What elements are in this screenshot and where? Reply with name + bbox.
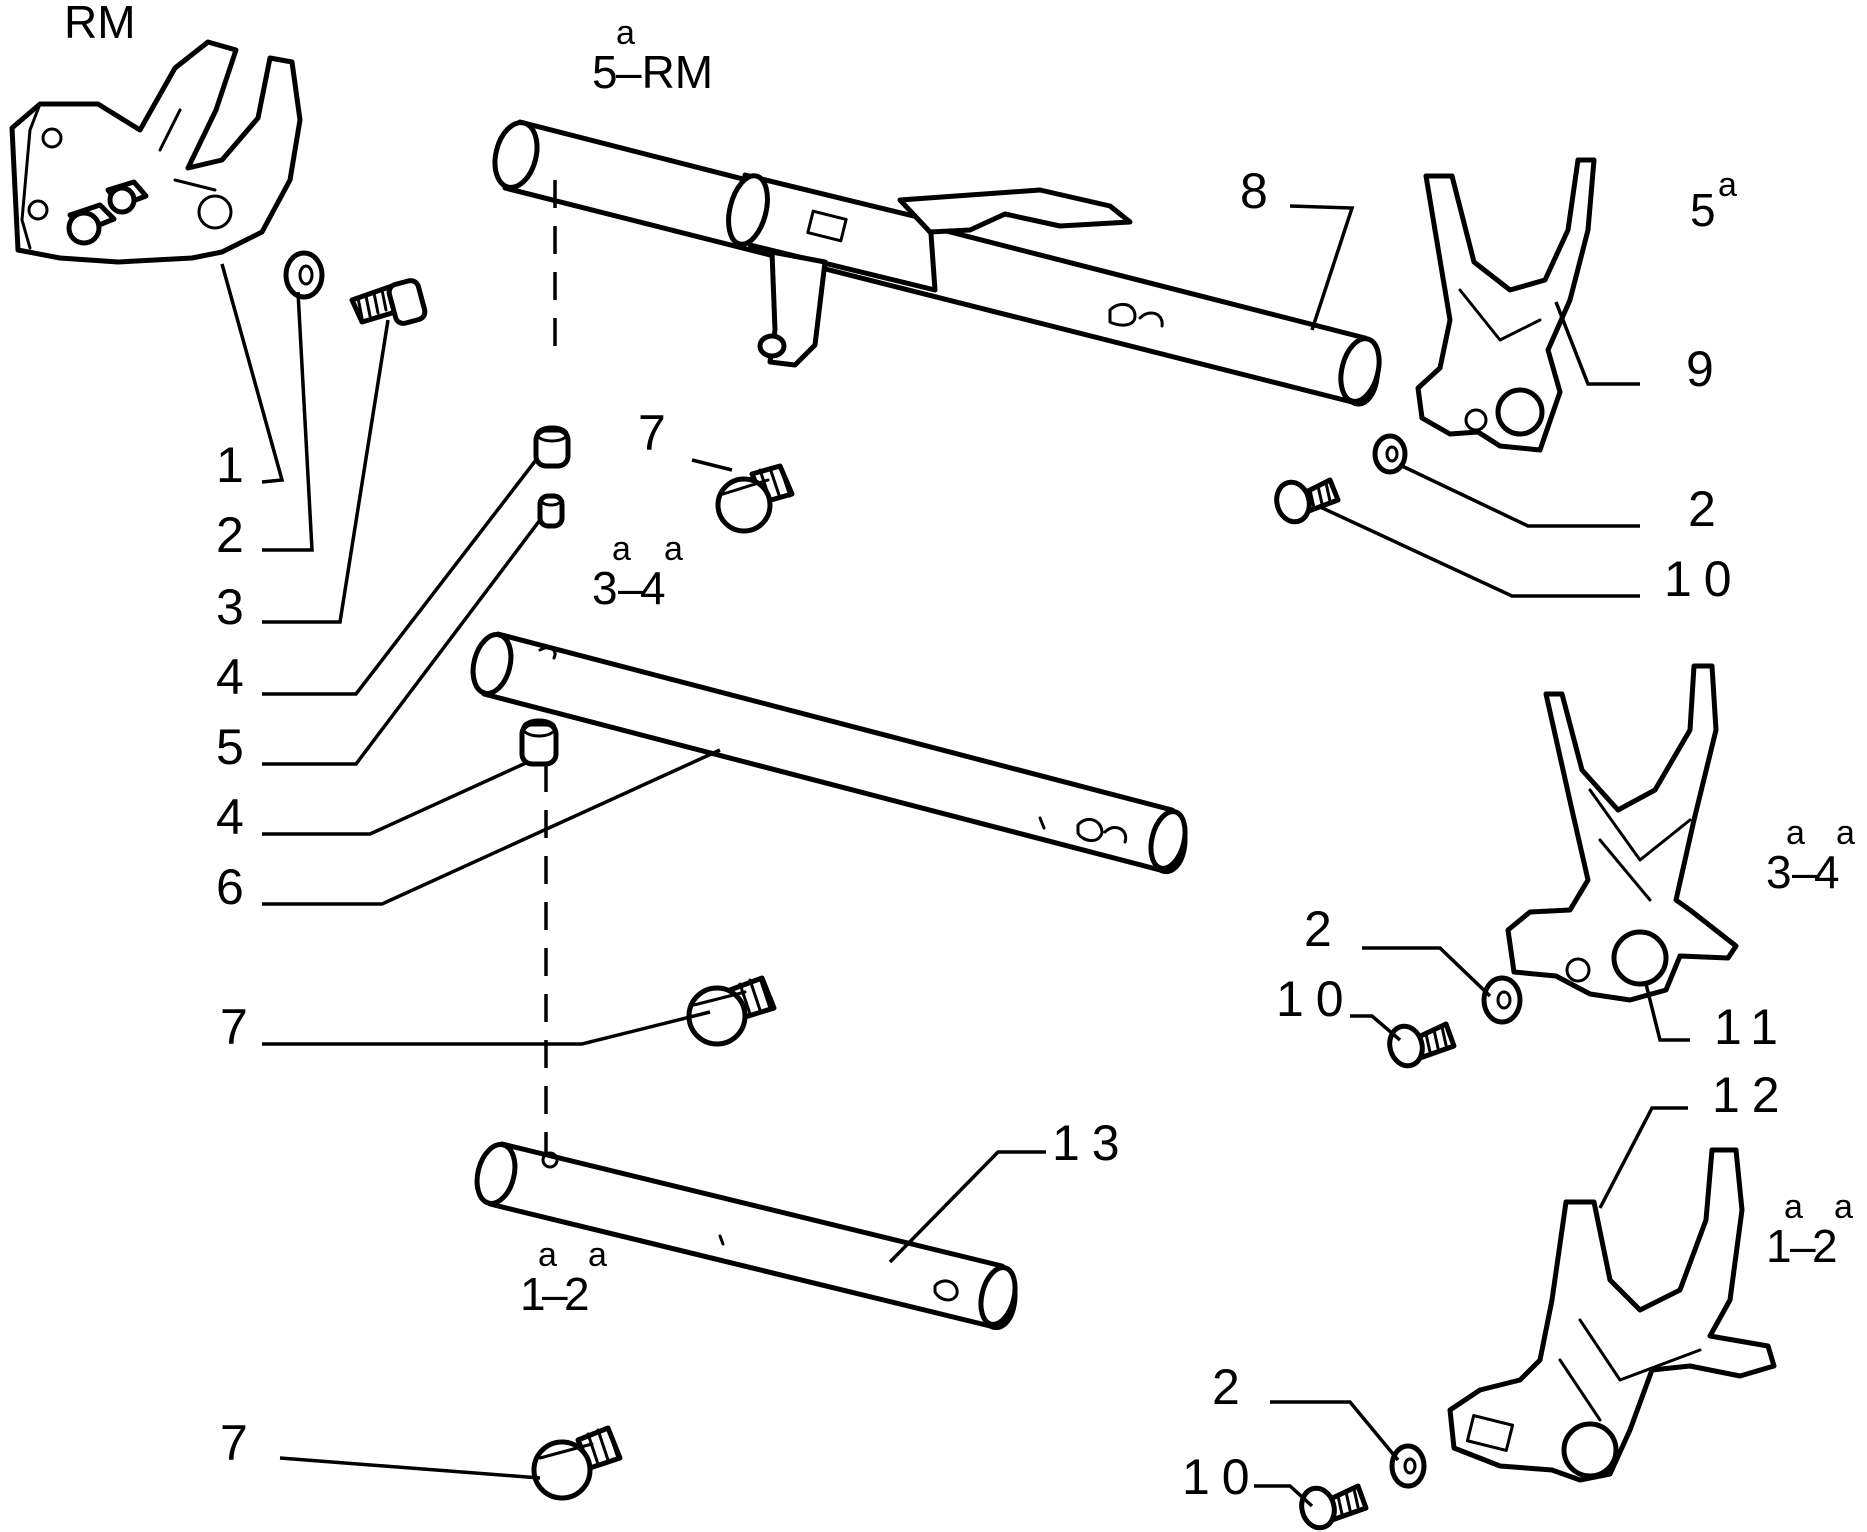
- label-rod-1-2: 1 a – 2 a: [520, 1236, 607, 1320]
- part-rm-fork-bracket: [9, 39, 303, 265]
- callout-12: 12: [1712, 1067, 1792, 1123]
- part-washer-2d: [1389, 1443, 1427, 1489]
- label-rm-fork: RM: [64, 0, 136, 48]
- svg-text:a: a: [616, 14, 635, 52]
- svg-text:4: 4: [1814, 846, 1840, 898]
- svg-text:a: a: [664, 530, 683, 568]
- callout-4: 4: [216, 789, 256, 845]
- svg-text:5: 5: [592, 46, 618, 98]
- svg-text:a: a: [1718, 166, 1737, 204]
- part-bolt-10c: [1299, 1483, 1369, 1531]
- svg-text:1: 1: [520, 1268, 546, 1320]
- part-plug-7c: [531, 1425, 623, 1501]
- part-pin-4a: [533, 425, 571, 469]
- svg-text:a: a: [1834, 1188, 1853, 1226]
- svg-text:–: –: [1790, 1220, 1816, 1272]
- callout-10: 10: [1664, 551, 1744, 607]
- part-rod-3-4: [470, 631, 1188, 875]
- part-rod-1-2: [474, 1141, 1018, 1331]
- callout-7: 7: [638, 405, 678, 461]
- callout-8: 8: [1240, 163, 1280, 219]
- callout-13: 13: [1052, 1115, 1132, 1171]
- svg-text:2: 2: [1812, 1220, 1838, 1272]
- svg-text:a: a: [538, 1236, 557, 1274]
- part-bolt-3: [349, 278, 428, 326]
- callout-11: 11: [1714, 999, 1790, 1055]
- part-pin-5: [537, 493, 565, 529]
- svg-text:a: a: [1836, 814, 1855, 852]
- part-washer-2c: [1481, 975, 1523, 1025]
- part-washer-2a: [283, 250, 325, 300]
- callout-7: 7: [220, 999, 260, 1055]
- callout-1: 1: [216, 437, 256, 493]
- callout-2: 2: [1304, 901, 1344, 957]
- label-rod-3-4: 3 a – 4 a: [592, 530, 683, 614]
- part-pin-4b: [519, 718, 559, 767]
- svg-text:a: a: [1784, 1188, 1803, 1226]
- callout-2: 2: [216, 507, 256, 563]
- part-plug-7b: [686, 975, 777, 1047]
- callout-10: 10: [1276, 971, 1356, 1027]
- callout-5: 5: [216, 719, 256, 775]
- part-fork-5: [1415, 157, 1597, 453]
- callout-2: 2: [1212, 1359, 1252, 1415]
- svg-text:–: –: [542, 1268, 568, 1320]
- callout-9: 9: [1686, 341, 1726, 397]
- part-fork-1-2: [1447, 1147, 1777, 1483]
- svg-text:a: a: [612, 530, 631, 568]
- svg-text:a: a: [1786, 814, 1805, 852]
- callout-7: 7: [220, 1415, 260, 1471]
- svg-text:3: 3: [592, 562, 618, 614]
- part-washer-2b: [1372, 433, 1408, 475]
- callout-2: 2: [1688, 481, 1728, 537]
- part-bolt-10b: [1387, 1021, 1457, 1069]
- svg-text:1: 1: [1766, 1220, 1792, 1272]
- label-rod-5-rm: 5 a –RM: [592, 14, 713, 98]
- svg-text:–: –: [618, 562, 644, 614]
- svg-text:2: 2: [564, 1268, 590, 1320]
- label-fork-3-4: 3 a – 4 a: [1766, 814, 1855, 898]
- callout-4: 4: [216, 649, 256, 705]
- svg-text:–RM: –RM: [616, 46, 713, 98]
- svg-text:a: a: [588, 1236, 607, 1274]
- svg-text:–: –: [1792, 846, 1818, 898]
- svg-text:3: 3: [1766, 846, 1792, 898]
- part-rod-5-rm: [492, 119, 1382, 407]
- callout-3: 3: [216, 579, 256, 635]
- part-fork-3-4: [1505, 663, 1739, 1003]
- part-plug-7a: [715, 463, 795, 534]
- svg-text:4: 4: [640, 562, 666, 614]
- callout-6: 6: [216, 859, 256, 915]
- callout-numbers: 1 2 3 4 5 4 6 7 7 7 8 9 2 10 2 10 11 12 …: [216, 163, 1792, 1505]
- gear-labels: RM 5 a –RM 5 a 3 a – 4 a 3 a – 4 a 1 a –: [64, 0, 1855, 1320]
- svg-text:5: 5: [1690, 184, 1716, 236]
- part-bolt-10a: [1274, 477, 1341, 525]
- callout-10: 10: [1182, 1449, 1262, 1505]
- leader-lines: [220, 204, 1690, 1508]
- label-fork-5: 5 a: [1690, 166, 1737, 236]
- label-fork-1-2: 1 a – 2 a: [1766, 1188, 1853, 1272]
